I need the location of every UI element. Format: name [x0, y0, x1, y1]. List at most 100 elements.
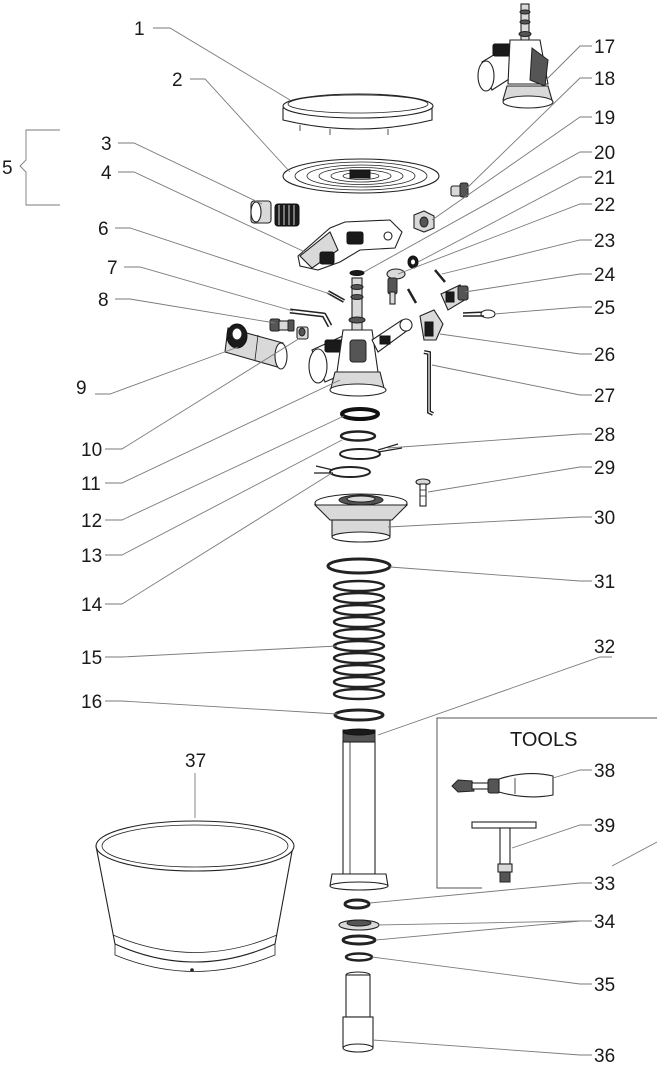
- callout-34: 34: [594, 912, 616, 933]
- part-1-top-cover: [282, 93, 434, 135]
- callout-32: 32: [594, 637, 615, 658]
- callout-18: 18: [594, 69, 615, 90]
- leader-8: [115, 298, 276, 324]
- part-24-relief-valve: [440, 284, 469, 311]
- part-29-screw: [415, 478, 431, 507]
- leader-tools-corner: [611, 841, 657, 867]
- leader-18: [466, 77, 592, 189]
- callout-5: 5: [2, 158, 13, 179]
- leader-10: [105, 337, 301, 450]
- part-23-roll-pins: [406, 269, 446, 304]
- callout-11: 11: [81, 474, 101, 495]
- part-31-gasket: [326, 557, 392, 575]
- callout-2: 2: [172, 70, 183, 91]
- leader-19: [431, 116, 592, 221]
- leader-21: [417, 176, 592, 263]
- callout-1: 1: [134, 19, 145, 40]
- callout-29: 29: [594, 458, 615, 479]
- part-18-fitting: [450, 182, 469, 198]
- part-14-wave-washer: [314, 465, 371, 478]
- callout-8: 8: [98, 290, 109, 311]
- leader-17: [545, 45, 592, 81]
- callout-14: 14: [81, 595, 103, 616]
- part-11-valve-body: [308, 277, 413, 397]
- part-3-spring-cap: [250, 200, 300, 227]
- part-35-bottom-o-ring: [344, 952, 374, 962]
- part-21-o-ring-small: [407, 255, 419, 269]
- tools-box-title: TOOLS: [510, 729, 577, 751]
- leader-28: [387, 433, 592, 449]
- callout-30: 30: [594, 508, 615, 529]
- leader-12: [105, 415, 345, 521]
- callout-15: 15: [81, 648, 102, 669]
- part-7-l-wrench: [289, 308, 333, 328]
- callout-7: 7: [107, 258, 118, 279]
- callout-31: 31: [594, 572, 615, 593]
- leader-31: [389, 566, 592, 582]
- leader-39: [511, 824, 592, 849]
- part-38-screwdriver: [451, 773, 554, 798]
- callout-25: 25: [594, 298, 615, 319]
- callout-4: 4: [101, 163, 112, 184]
- part-20-washer: [349, 270, 365, 276]
- callout-19: 19: [594, 108, 615, 129]
- part-34-seal-pair: [338, 919, 380, 946]
- part-30-diaphragm-housing: [313, 493, 409, 543]
- callout-labels: 1234567891011121314151617181920212223242…: [2, 19, 616, 1067]
- part-17-valve-body-alt: [477, 3, 554, 109]
- callout-33: 33: [594, 874, 615, 895]
- leader-23: [441, 239, 592, 275]
- leader-34-b: [375, 920, 581, 941]
- callout-6: 6: [98, 219, 109, 240]
- callout-26: 26: [594, 345, 615, 366]
- leader-9: [95, 346, 239, 395]
- leader-30: [387, 516, 592, 528]
- part-8-check-valve: [269, 318, 295, 332]
- leader-3: [118, 142, 263, 205]
- part-37-bucket: [95, 820, 295, 972]
- leader-2: [190, 78, 291, 173]
- part-10-small-nut: [296, 326, 309, 340]
- callout-16: 16: [81, 692, 102, 713]
- callout-9: 9: [76, 378, 87, 399]
- part-12-o-ring-top: [340, 407, 380, 421]
- leader-4: [118, 171, 306, 253]
- leader-36: [372, 1039, 592, 1056]
- leader-13: [105, 439, 343, 556]
- leader-26: [439, 333, 592, 355]
- part-25-cotter-pin: [462, 309, 496, 319]
- callout-27: 27: [594, 386, 615, 407]
- part-22-stem-pin: [386, 268, 406, 305]
- callout-17: 17: [594, 37, 615, 58]
- part-19-hex-nut: [413, 210, 435, 233]
- part-16-spring-seat-ring: [333, 708, 385, 722]
- leader-38: [552, 769, 592, 779]
- leader-15: [105, 645, 338, 658]
- leader-35: [371, 956, 592, 985]
- leader-33: [369, 882, 592, 904]
- leader-16: [105, 700, 338, 715]
- callout-24: 24: [594, 265, 616, 286]
- callout-23: 23: [594, 231, 615, 252]
- callout-10: 10: [81, 440, 102, 461]
- group-5-bracket: [19, 129, 60, 206]
- callout-38: 38: [594, 761, 615, 782]
- callout-28: 28: [594, 425, 615, 446]
- callout-12: 12: [81, 511, 102, 532]
- part-26-bracket: [419, 309, 444, 341]
- part-15-main-spring: [332, 579, 386, 701]
- leader-32: [377, 656, 612, 736]
- leader-1: [153, 27, 291, 101]
- part-39-t-wrench: [471, 821, 537, 883]
- callout-36: 36: [594, 1046, 615, 1067]
- leader-lines: [19, 27, 657, 1056]
- callout-3: 3: [101, 134, 112, 155]
- tools-box: TOOLS: [436, 717, 657, 889]
- leader-24: [464, 273, 592, 293]
- leader-11: [105, 379, 341, 484]
- part-4-lever-handle: [297, 219, 403, 271]
- part-27-hex-key: [423, 350, 434, 416]
- part-6-pin: [327, 290, 345, 303]
- part-13-seal-ring: [339, 430, 377, 442]
- callout-35: 35: [594, 975, 615, 996]
